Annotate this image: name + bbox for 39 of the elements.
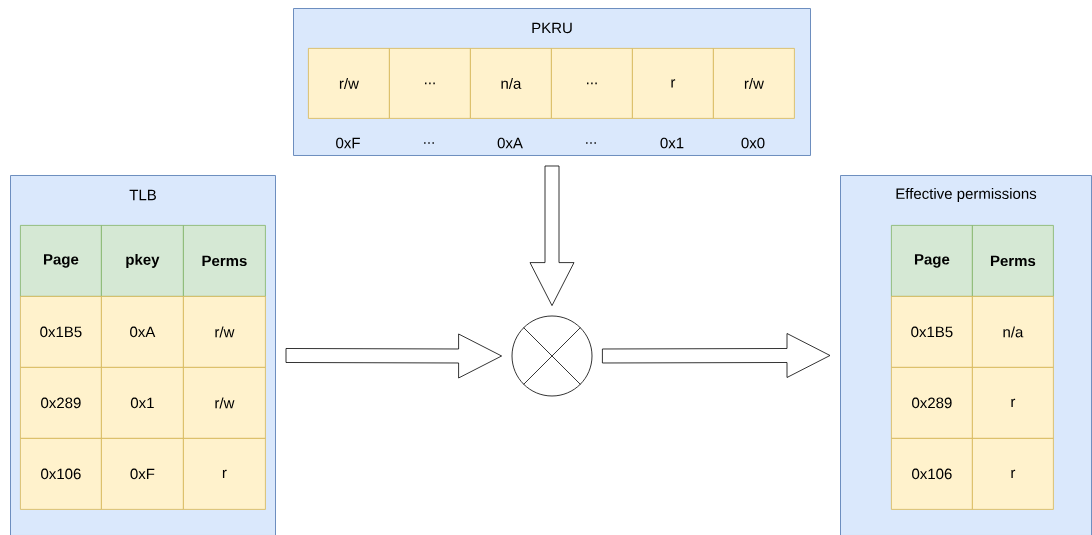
table-cell: r <box>632 48 714 119</box>
panel-title: Effective permissions <box>896 188 1037 202</box>
table-cell: r <box>183 438 266 510</box>
table-cell: n/a <box>972 296 1054 368</box>
block-arrow <box>602 333 831 378</box>
table-header-cell: Perms <box>972 225 1054 297</box>
bit-index-label: ... <box>586 142 596 144</box>
multiply-circle <box>511 315 593 397</box>
table-cell: 0x106 <box>20 438 102 510</box>
table-cell: 0x106 <box>891 438 973 510</box>
bit-index-label: ... <box>424 142 434 144</box>
table-cell: r/w <box>308 48 390 119</box>
bit-index-label: 0xF <box>336 137 360 149</box>
table-header-cell: Page <box>20 225 102 297</box>
table-cell: r <box>972 438 1054 510</box>
table-header-cell: pkey <box>101 225 184 297</box>
panel-title: PKRU <box>532 22 572 34</box>
table-cell: 0xF <box>101 438 184 510</box>
block-arrow <box>529 165 575 306</box>
table-cell: r/w <box>713 48 795 119</box>
block-arrow <box>285 333 502 379</box>
table-cell: 0x1B5 <box>20 296 102 368</box>
table-cell: n/a <box>470 48 552 119</box>
table-cell: r/w <box>183 367 266 439</box>
bit-index-label: 0x0 <box>741 137 765 149</box>
table-cell: 0x289 <box>20 367 102 439</box>
table-cell: ... <box>389 48 471 119</box>
table-cell: 0x1 <box>101 367 184 439</box>
table-cell: 0x1B5 <box>891 296 973 368</box>
panel-title: TLB <box>129 189 156 201</box>
table-cell: 0x289 <box>891 367 973 439</box>
bit-index-label: 0xA <box>497 137 523 149</box>
table-cell: r/w <box>183 296 266 368</box>
bit-index-label: 0x1 <box>660 137 684 149</box>
table-header-cell: Perms <box>183 225 266 297</box>
table-header-cell: Page <box>891 225 973 297</box>
table-cell: r <box>972 367 1054 439</box>
table-cell: ... <box>551 48 633 119</box>
table-cell: 0xA <box>101 296 184 368</box>
